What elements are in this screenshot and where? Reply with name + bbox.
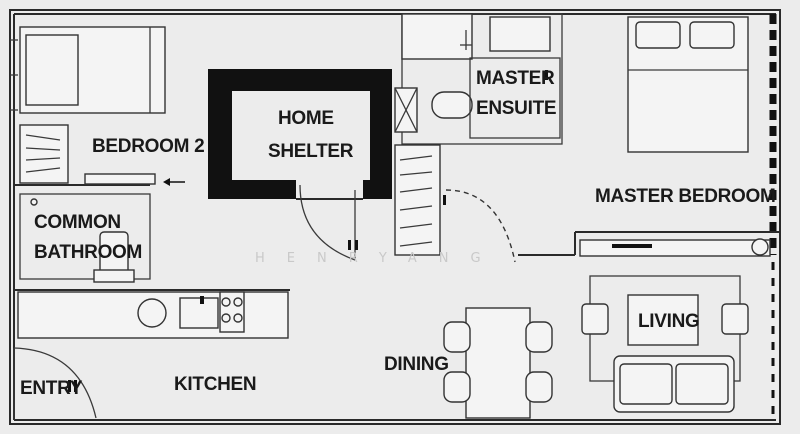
bedroom-2-area [14, 26, 185, 186]
dining-area [443, 307, 553, 419]
coffee-table [627, 294, 699, 346]
left-window [10, 39, 18, 111]
label-entry: ENTRY [20, 378, 83, 399]
label-living: LIVING [638, 311, 700, 332]
tv-console [579, 239, 771, 257]
home-shelter-area [208, 69, 392, 261]
label-master-bedroom: MASTER BEDROOM [595, 186, 776, 207]
entry-area [13, 347, 97, 420]
common-bathroom-area [19, 193, 151, 283]
master-bedroom-area [518, 16, 780, 257]
label-bedroom-2: BEDROOM 2 [92, 136, 204, 157]
living-area [581, 275, 749, 413]
bedroom-2-wardrobe [19, 124, 69, 184]
label-home-shelter-line1: HOME [278, 108, 334, 129]
watermark: HENRYANG [255, 251, 503, 266]
bedroom-2-pillow [25, 34, 79, 106]
label-common-bathroom-line1: COMMON [34, 212, 121, 233]
dining-table [465, 307, 531, 419]
master-ensuite-area [394, 13, 563, 145]
label-common-bathroom-line2: BATHROOM [34, 242, 142, 263]
label-master-ensuite-line2: ENSUITE [476, 98, 556, 119]
label-kitchen: KITCHEN [174, 374, 256, 395]
label-dining: DINING [384, 354, 449, 375]
ensuite-wardrobe [394, 144, 516, 263]
sink [137, 298, 167, 328]
ensuite-toilet [431, 91, 473, 119]
label-home-shelter-line2: SHELTER [268, 141, 354, 162]
kitchen-area [14, 289, 290, 339]
label-master-ensuite-line1: MASTER [476, 68, 555, 89]
